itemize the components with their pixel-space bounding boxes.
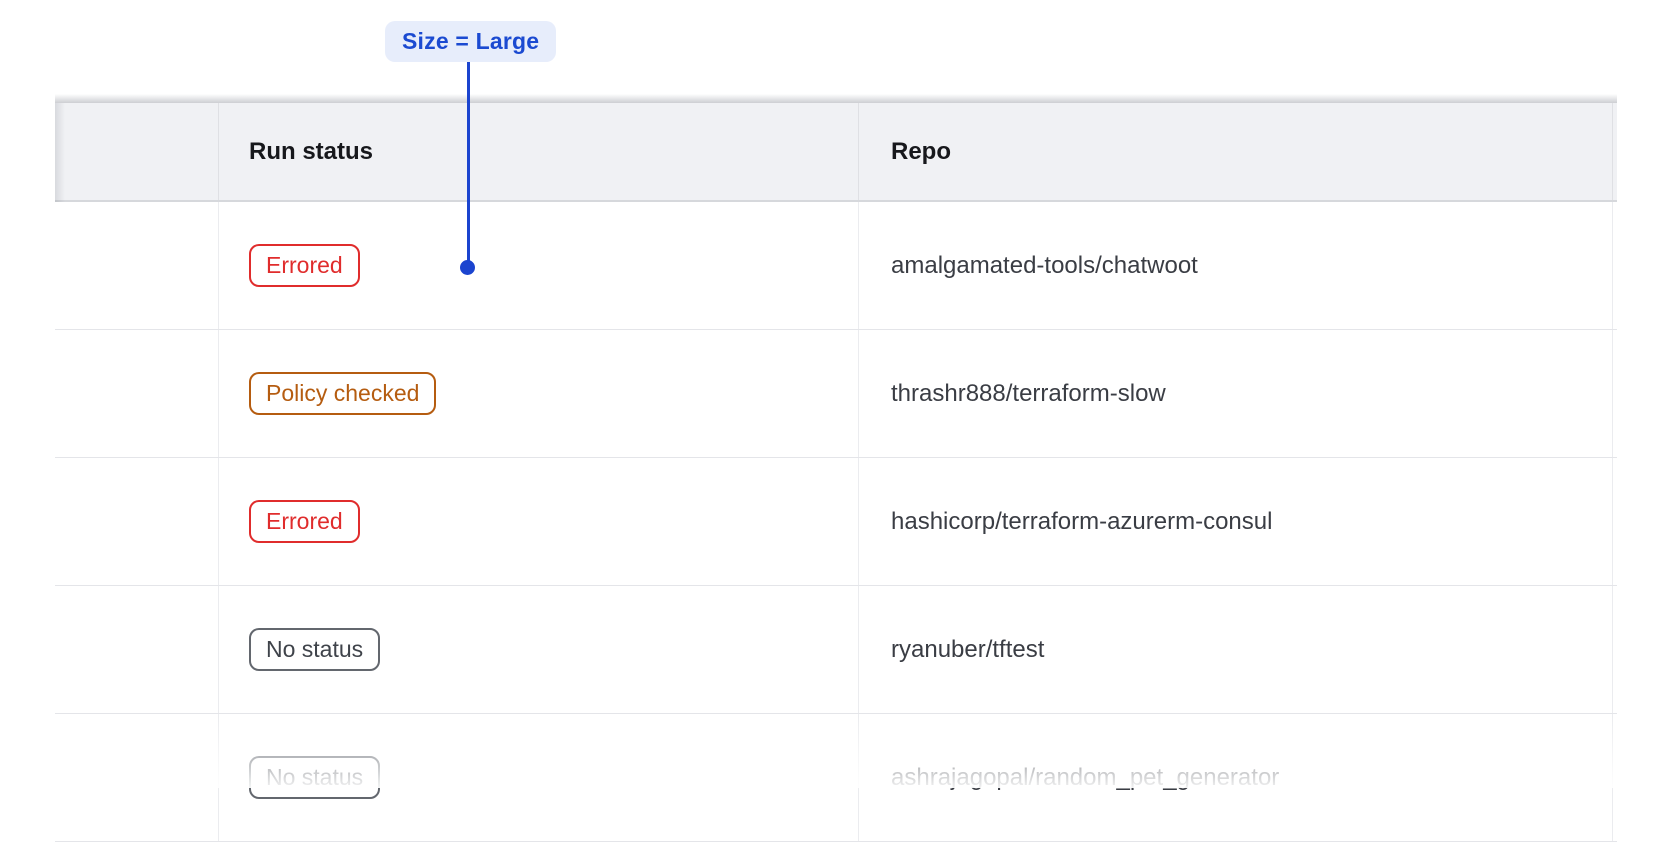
repo-name: ryanuber/tftest: [891, 635, 1045, 663]
table-top-scroll-shadow: [55, 94, 1617, 103]
run-status-cell: No status: [218, 714, 858, 841]
header-cell-run-status: Run status: [218, 103, 858, 200]
repo-name: hashicorp/terraform-azurerm-consul: [891, 507, 1273, 535]
table-row[interactable]: Policy checked thrashr888/terraform-slow: [55, 330, 1617, 458]
table-body: Errored amalgamated-tools/chatwoot Polic…: [55, 202, 1617, 842]
row-leading-cell: [55, 714, 218, 841]
header-cell-repo: Repo: [858, 103, 1612, 200]
row-leading-cell: [55, 330, 218, 457]
annotation-connector-line: [467, 58, 470, 267]
repo-name: ashrajagopal/random_pet_generator: [891, 763, 1280, 791]
row-leading-cell: [55, 202, 218, 329]
row-sliver-cell: [1612, 330, 1617, 457]
run-status-cell: Policy checked: [218, 330, 858, 457]
annotation-anchor-dot: [460, 260, 475, 275]
run-status-badge: No status: [249, 628, 381, 671]
run-status-badge: Errored: [249, 244, 360, 287]
repo-name: amalgamated-tools/chatwoot: [891, 251, 1198, 279]
table-left-scroll-shadow: [55, 103, 65, 202]
size-annotation-label: Size = Large: [385, 21, 557, 62]
runs-table: Run status Repo Errored amalgamated-tool…: [55, 103, 1617, 842]
row-sliver-cell: [1612, 458, 1617, 585]
repo-cell: thrashr888/terraform-slow: [858, 330, 1612, 457]
row-leading-cell: [55, 458, 218, 585]
row-sliver-cell: [1612, 202, 1617, 329]
run-status-badge: No status: [249, 756, 381, 799]
repo-cell: amalgamated-tools/chatwoot: [858, 202, 1612, 329]
repo-cell: hashicorp/terraform-azurerm-consul: [858, 458, 1612, 585]
row-sliver-cell: [1612, 586, 1617, 713]
run-status-cell: Errored: [218, 202, 858, 329]
repo-cell: ryanuber/tftest: [858, 586, 1612, 713]
repo-cell: ashrajagopal/random_pet_generator: [858, 714, 1612, 841]
run-status-cell: Errored: [218, 458, 858, 585]
run-status-badge: Policy checked: [249, 372, 437, 415]
table-row[interactable]: No status ashrajagopal/random_pet_genera…: [55, 714, 1617, 842]
header-cell-sliver: [1612, 103, 1617, 200]
table-row[interactable]: No status ryanuber/tftest: [55, 586, 1617, 714]
row-leading-cell: [55, 586, 218, 713]
row-sliver-cell: [1612, 714, 1617, 841]
table-row[interactable]: Errored amalgamated-tools/chatwoot: [55, 202, 1617, 330]
table-header-row: Run status Repo: [55, 103, 1617, 202]
table-row[interactable]: Errored hashicorp/terraform-azurerm-cons…: [55, 458, 1617, 586]
header-cell-empty: [55, 103, 218, 200]
run-status-badge: Errored: [249, 500, 360, 543]
run-status-cell: No status: [218, 586, 858, 713]
repo-name: thrashr888/terraform-slow: [891, 379, 1166, 407]
